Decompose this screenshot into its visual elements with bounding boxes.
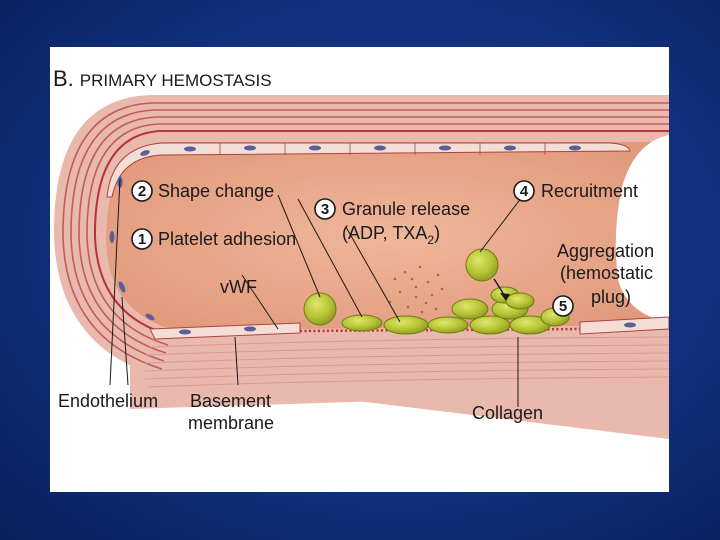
step-2-label: Shape change — [158, 181, 274, 201]
platelet-adhered — [342, 315, 382, 331]
platelet-degranulating — [384, 316, 428, 334]
collagen-label: Collagen — [472, 403, 543, 423]
title: B. PRIMARY HEMOSTASIS — [53, 66, 272, 91]
step-4-number: 4 — [520, 183, 529, 200]
hemostasis-diagram: B. PRIMARY HEMOSTASIS 2 Shape change 1 Pl… — [50, 47, 669, 492]
platelet-recruited — [466, 249, 498, 281]
step-1-number: 1 — [138, 231, 146, 248]
step-5-label-line2: (hemostatic — [560, 263, 653, 283]
title-text: PRIMARY HEMOSTASIS — [80, 71, 272, 90]
vwf-label: vWF — [220, 277, 257, 297]
step-5-number: 5 — [559, 298, 567, 315]
step-5-label-line3: plug) — [591, 287, 631, 307]
step-3-number: 3 — [321, 201, 329, 218]
platelet-shape-change — [304, 293, 336, 325]
title-letter: B. — [53, 66, 74, 91]
step-1-label: Platelet adhesion — [158, 229, 296, 249]
step-2-number: 2 — [138, 183, 146, 200]
basement-membrane-label-line1: Basement — [190, 391, 271, 411]
diagram-slide: B. PRIMARY HEMOSTASIS 2 Shape change 1 Pl… — [50, 47, 669, 492]
step-5-label: Aggregation — [557, 241, 654, 261]
step-4-label: Recruitment — [541, 181, 638, 201]
basement-membrane-label-line2: membrane — [188, 413, 274, 433]
step-3-label: Granule release — [342, 199, 470, 219]
endothelium-label: Endothelium — [58, 391, 158, 411]
